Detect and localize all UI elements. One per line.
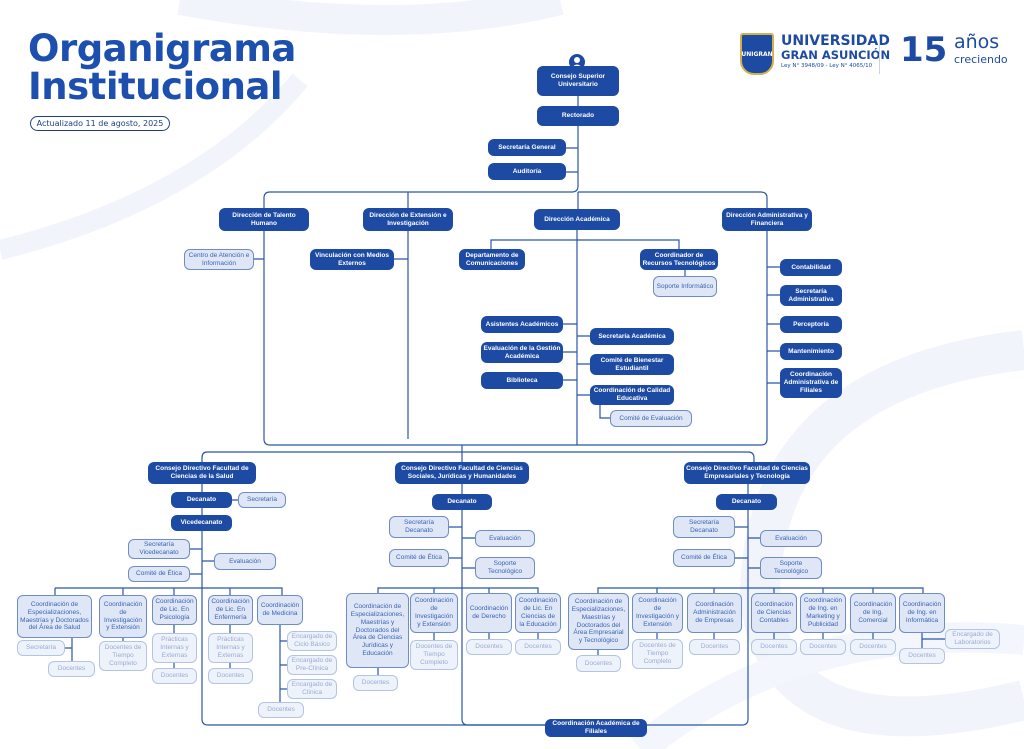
node-etica-sociales[interactable]: Comité de Ética [389,549,449,567]
updated-date-badge: Actualizado 11 de agosto, 2025 [30,116,170,131]
node-bienestar-estudiantil[interactable]: Comité de Bienestar Estudiantil [590,354,674,375]
node-recursos-tecnologicos[interactable]: Coordinador de Recursos Tecnológicos [640,249,718,270]
node-ciclo-basico[interactable]: Encargado de Ciclo Básico [287,631,337,651]
node-decanato-empresariales[interactable]: Decanato [716,494,777,510]
node-secretaria-general[interactable]: Secretaría General [488,139,566,156]
node-direccion-administrativa[interactable]: Dirección Administrativa y Financiera [722,208,812,231]
node-derecho-docentes[interactable]: Docentes [466,639,512,655]
node-consejo-superior[interactable]: Consejo Superior Universitario [537,66,619,96]
node-derecho[interactable]: Coordinación de Derecho [466,593,512,633]
node-secretaria-vicedecanato[interactable]: Secretaría Vicedecanato [128,539,190,559]
anniversary-word: años [954,31,1000,53]
shield-text: UNIGRAN [741,50,773,58]
node-evaluacion-empresariales[interactable]: Evaluación [760,530,822,547]
node-medicina[interactable]: Coordinación de Medicina [257,595,303,625]
node-inv-sociales[interactable]: Coordinación de Investigación y Extensió… [410,593,458,633]
node-inv-empresariales[interactable]: Coordinación de Investigación y Extensió… [632,593,683,633]
node-etica-empresariales[interactable]: Comité de Ética [673,549,735,567]
node-administracion-docentes[interactable]: Docentes [689,639,740,655]
node-esp-sociales[interactable]: Coordinación de Especializaciones, Maest… [346,593,409,668]
university-name-2: GRAN ASUNCIÓN [781,48,891,62]
node-psicologia[interactable]: Coordinación de Lic. En Psicología [152,595,197,625]
node-evaluacion-sociales[interactable]: Evaluación [475,530,535,547]
node-contables-docentes[interactable]: Docentes [751,639,797,655]
node-direccion-talento[interactable]: Dirección de Talento Humano [219,208,309,231]
node-soporte-informatico[interactable]: Soporte Informático [653,276,717,297]
node-esp-salud-docentes[interactable]: Docentes [48,661,95,677]
node-inv-sociales-docentes[interactable]: Docentes de Tiempo Completo [410,640,458,670]
anniversary-sub: creciendo [954,53,1008,66]
node-contables[interactable]: Coordinación de Ciencias Contables [751,593,797,633]
node-coord-academica-filiales[interactable]: Coordinación Académica de Filiales [545,719,647,737]
node-soporte-sociales[interactable]: Soporte Tecnológico [475,557,535,579]
node-esp-salud-secretaria[interactable]: Secretaría [17,640,65,656]
node-inv-salud[interactable]: Coordinación de Investigación y Extensió… [99,595,147,638]
node-comercial[interactable]: Coordinación de Ing. Comercial [850,593,896,633]
node-rectorado[interactable]: Rectorado [537,106,619,126]
node-mantenimiento[interactable]: Mantenimiento [780,343,842,360]
node-vinculacion[interactable]: Vinculación con Medios Externos [310,249,394,270]
logo-divider [879,36,880,74]
node-esp-salud[interactable]: Coordinación de Especializaciones, Maest… [17,595,92,638]
node-administracion[interactable]: Coordinación Administración de Empresas [687,593,742,633]
node-esp-sociales-docentes[interactable]: Docentes [353,675,398,691]
node-decanato-salud[interactable]: Decanato [171,492,232,508]
node-inv-empresariales-docentes[interactable]: Docentes de Tiempo Completo [632,639,683,669]
node-sec-decanato-empresariales[interactable]: Secretaría Decanato [673,516,735,538]
node-marketing-docentes[interactable]: Docentes [800,639,846,655]
node-consejo-empresariales[interactable]: Consejo Directivo Facultad de Ciencias E… [684,462,810,484]
node-enfermeria-docentes[interactable]: Docentes [208,668,253,684]
node-educacion[interactable]: Coordinación de Lic. En Ciencias de la E… [515,593,561,633]
university-name: UNIVERSIDAD [781,33,890,49]
node-contabilidad[interactable]: Contabilidad [780,259,842,276]
node-pre-clinica[interactable]: Encargado de Pre-Clínica [287,655,337,675]
node-evaluacion-salud[interactable]: Evaluación [214,553,276,570]
node-direccion-extension[interactable]: Dirección de Extensión e Investigación [363,208,453,231]
node-centro-atencion[interactable]: Centro de Atención e Información [184,249,254,270]
node-calidad-educativa[interactable]: Coordinación de Calidad Educativa [590,385,674,405]
node-vicedecanato[interactable]: Vicedecanato [171,515,232,531]
node-enfermeria-practicas[interactable]: Prácticas Internas y Externas [208,633,253,663]
node-esp-empresariales[interactable]: Coordinación de Especializaciones, Maest… [568,593,629,650]
node-sec-decanato-sociales[interactable]: Secretaría Decanato [389,516,449,538]
node-perceptoria[interactable]: Perceptoría [780,316,842,333]
university-law: Ley N° 3948/09 - Ley N° 4065/10 [781,63,873,69]
node-educacion-docentes[interactable]: Docentes [515,639,561,655]
node-etica-salud[interactable]: Comité de Ética [128,566,190,582]
node-secretaria-academica[interactable]: Secretaría Académica [590,328,674,345]
node-psicologia-practicas[interactable]: Prácticas Internas y Externas [152,633,197,663]
node-coord-admin-filiales[interactable]: Coordinación Administrativa de Filiales [780,368,842,398]
title-line-1: Organigrama [28,27,296,70]
title-line-2: Institucional [28,65,283,108]
node-comite-evaluacion[interactable]: Comité de Evaluación [610,410,692,427]
node-informatica-docentes[interactable]: Docentes [899,648,945,664]
node-decanato-sociales[interactable]: Decanato [432,494,492,510]
node-biblioteca[interactable]: Biblioteca [481,372,563,389]
node-secretaria-administrativa[interactable]: Secretaría Administrativa [780,285,842,306]
node-informatica[interactable]: Coordinación de Ing. en Informática [899,593,945,633]
node-laboratorios[interactable]: Encargado de Laboratorios [945,629,1000,649]
node-enfermeria[interactable]: Coordinación de Lic. En Enfermería [208,595,253,625]
node-direccion-academica[interactable]: Dirección Académica [534,209,620,230]
node-clinica[interactable]: Encargado de Clínica [287,679,337,699]
node-esp-empresariales-docentes[interactable]: Docentes [576,655,621,672]
node-secretaria-salud[interactable]: Secretaría [238,492,286,508]
node-medicina-docentes[interactable]: Docentes [258,702,304,718]
node-comunicaciones[interactable]: Departamento de Comunicaciones [459,249,525,270]
node-consejo-sociales[interactable]: Consejo Directivo Facultad de Ciencias S… [395,462,529,484]
node-marketing[interactable]: Coordinación de Ing. en Marketing y Publ… [800,593,846,633]
node-comercial-docentes[interactable]: Docentes [850,639,896,655]
node-consejo-salud[interactable]: Consejo Directivo Facultad de Ciencias d… [148,462,256,484]
node-auditoria[interactable]: Auditoría [488,163,566,180]
node-soporte-empresariales[interactable]: Soporte Tecnológico [760,557,822,579]
unigran-shield-logo: UNIGRAN [740,33,774,75]
node-evaluacion-gestion[interactable]: Evaluación de la Gestión Académica [481,342,563,363]
node-inv-salud-docentes[interactable]: Docentes de Tiempo Completo [99,641,147,671]
anniversary-number: 15 [900,30,948,70]
node-asistentes-academicos[interactable]: Asistentes Académicos [481,316,563,333]
node-psicologia-docentes[interactable]: Docentes [152,668,197,684]
